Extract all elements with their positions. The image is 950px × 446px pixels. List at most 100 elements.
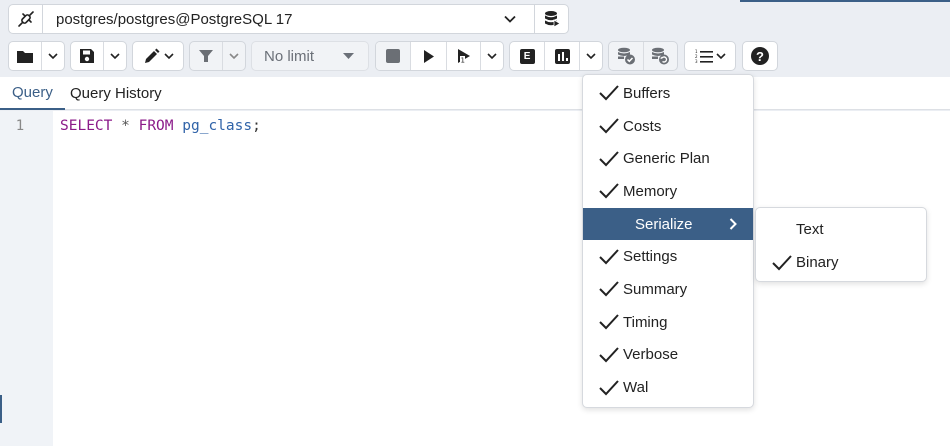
chevron-down-icon [586,52,596,59]
chevron-down-icon [229,52,239,59]
save-button[interactable] [71,42,105,70]
svg-text:1: 1 [460,57,464,65]
help-icon: ? [751,47,769,65]
open-file-dropdown[interactable] [42,42,64,70]
menu-item-summary[interactable]: Summary [583,273,753,306]
commit-button[interactable] [609,42,644,70]
numbered-list-icon: 1 2 3 [695,49,713,64]
explain-analyze-button[interactable] [545,42,581,70]
connection-select[interactable]: postgres/postgres@PostgreSQL 17 [43,5,534,33]
menu-item-memory[interactable]: Memory [583,175,753,208]
keyword-select: SELECT [60,118,113,134]
execute-dropdown[interactable] [481,42,503,70]
checkmark-icon [599,116,623,136]
checkmark-icon [599,181,623,201]
chevron-down-icon [487,52,497,59]
bar-chart-icon [554,48,570,64]
panel-resize-handle[interactable] [0,395,2,423]
svg-text:3: 3 [695,59,698,64]
explain-icon: E [519,48,535,64]
macros-dropdown-button[interactable]: 1 2 3 [685,42,735,70]
help-group: ? [742,41,778,71]
chevron-down-icon [504,15,516,23]
rollback-button[interactable] [644,42,678,70]
save-disk-icon [80,49,95,63]
pencil-icon [144,48,159,63]
semicolon: ; [252,118,261,134]
checkmark-icon [599,83,623,103]
edit-group [132,41,184,71]
help-button[interactable]: ? [743,42,777,70]
operator-star: * [121,118,130,134]
folder-icon [17,50,34,63]
submenu-item-binary[interactable]: Binary [756,246,926,279]
edit-dropdown-button[interactable] [133,42,183,70]
database-rollback-icon [652,47,670,65]
checkmark-icon [772,253,796,273]
connection-status-button[interactable] [9,5,43,33]
filter-button[interactable] [190,42,224,70]
database-execute-icon [544,11,560,28]
menu-item-serialize[interactable]: Serialize [583,207,753,241]
filter-icon [199,50,214,62]
stop-icon [386,49,401,63]
save-dropdown[interactable] [104,42,126,70]
tab-query[interactable]: Query [0,77,65,110]
menu-item-timing[interactable]: Timing [583,306,753,339]
explain-options-dropdown[interactable] [580,42,602,70]
connection-plug-icon [17,11,34,27]
menu-item-generic-plan[interactable]: Generic Plan [583,142,753,175]
checkmark-icon [599,312,623,332]
row-limit-select[interactable]: No limit [251,41,369,71]
execute-group: 1 [375,41,504,71]
caret-down-icon [343,53,354,59]
connection-bar: postgres/postgres@PostgreSQL 17 [8,4,569,34]
database-commit-icon [617,47,635,65]
table-identifier: pg_class [182,118,253,134]
checkmark-icon [599,279,623,299]
explain-group: E [509,41,603,71]
execute-button[interactable] [411,42,447,70]
macros-group: 1 2 3 [684,41,736,71]
menu-item-wal[interactable]: Wal [583,371,753,404]
chevron-down-icon [715,52,726,59]
code-line: SELECT * FROM pg_class; [60,118,261,134]
svg-text:1: 1 [695,49,698,54]
execute-script-button[interactable]: 1 [447,42,482,70]
filter-dropdown[interactable] [223,42,245,70]
play-icon [423,49,434,63]
tab-query-label: Query [12,84,53,101]
chevron-down-icon [110,52,120,59]
filter-group [189,41,246,71]
menu-item-verbose[interactable]: Verbose [583,339,753,372]
svg-text:2: 2 [695,54,698,59]
checkmark-icon [599,378,623,398]
save-group [70,41,127,71]
menu-item-settings[interactable]: Settings [583,240,753,273]
line-number-gutter: 1 [0,111,53,446]
chevron-down-icon [163,52,174,59]
tab-query-history[interactable]: Query History [70,77,162,110]
chevron-down-icon [48,52,58,59]
menu-item-buffers[interactable]: Buffers [583,77,753,110]
tab-query-history-label: Query History [70,85,162,102]
editor-tabs: Query Query History [0,77,950,110]
checkmark-icon [599,345,623,365]
connection-label: postgres/postgres@PostgreSQL 17 [56,10,293,28]
submenu-item-text[interactable]: Text [756,213,926,246]
transaction-group [608,41,678,71]
checkmark-placeholder [599,214,623,234]
serialize-submenu: Text Binary [755,207,927,282]
menu-item-costs[interactable]: Costs [583,110,753,143]
execute-script-icon: 1 [457,49,470,65]
stop-button[interactable] [376,42,412,70]
explain-button[interactable]: E [510,42,546,70]
row-limit-value: No limit [264,47,315,65]
checkmark-icon [599,149,623,169]
open-file-button[interactable] [9,42,43,70]
new-connection-button[interactable] [534,5,568,33]
line-number: 1 [15,118,25,134]
open-file-group [8,41,65,71]
submenu-arrow-icon [729,208,737,241]
